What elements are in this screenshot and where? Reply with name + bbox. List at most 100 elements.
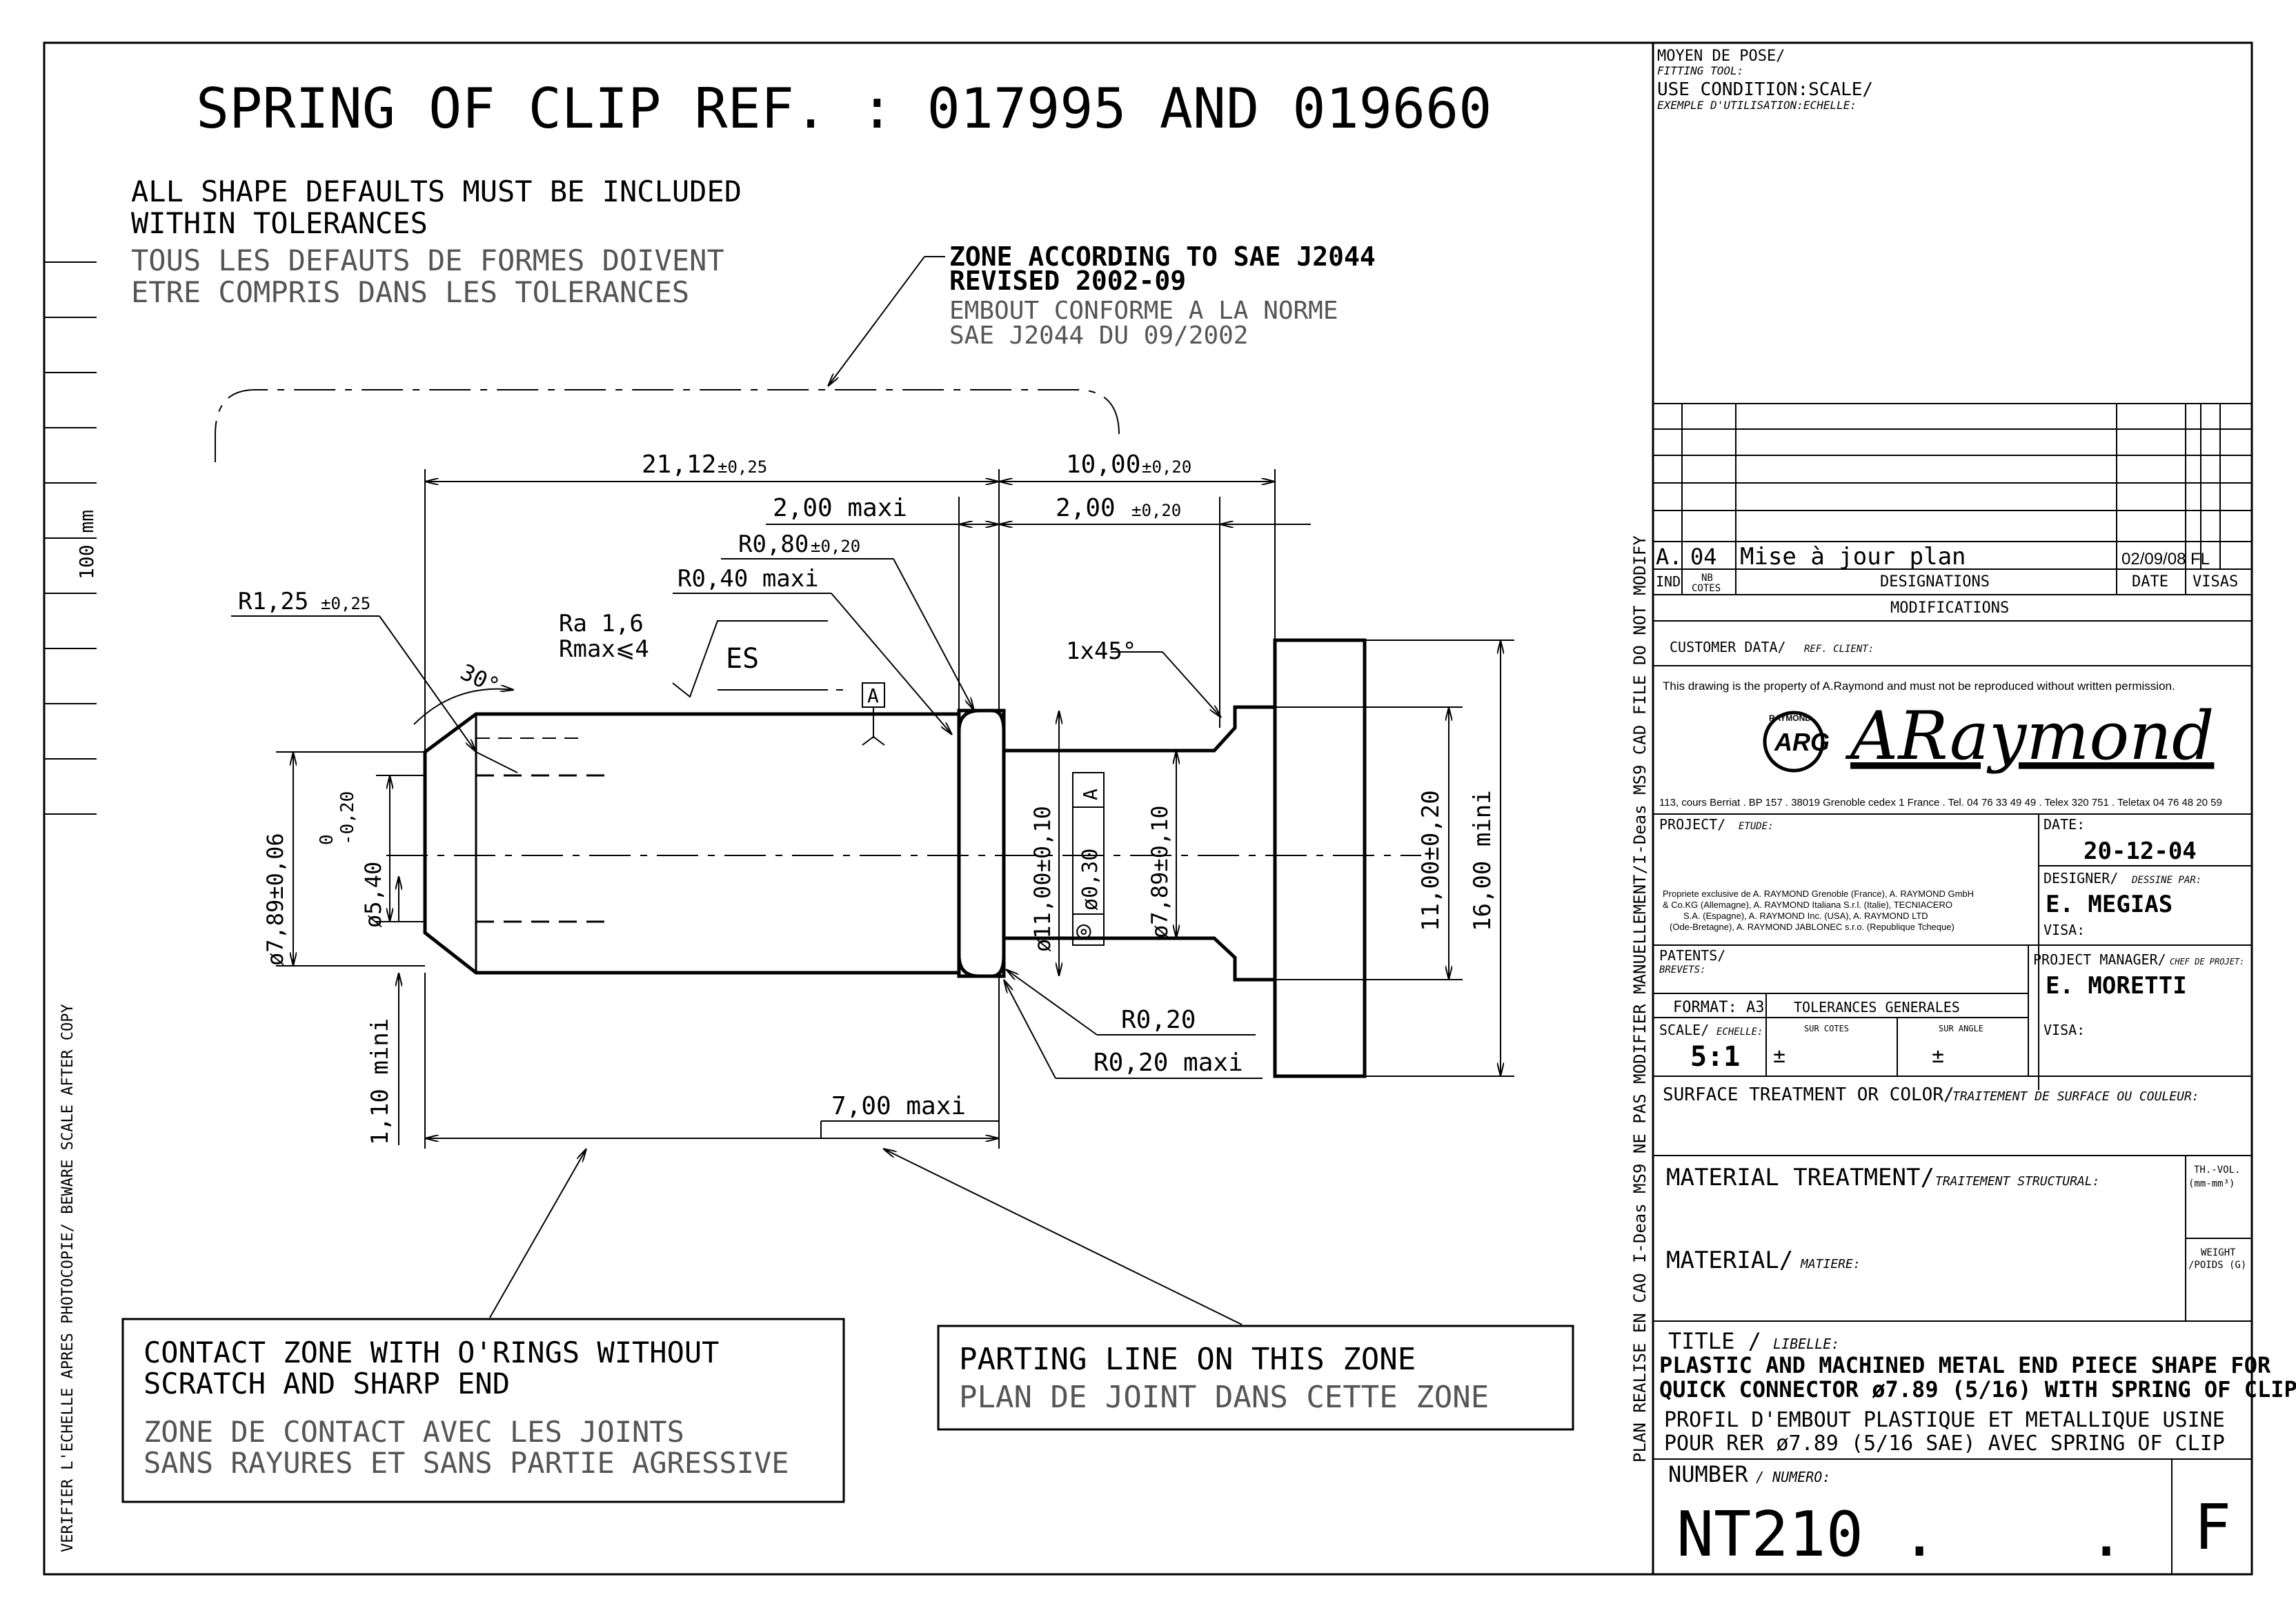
svg-text:10,00: 10,00: [1066, 450, 1140, 479]
svg-text:PROJECT/: PROJECT/: [1659, 816, 1725, 833]
svg-text:0: 0: [317, 834, 337, 845]
svg-text:IND: IND: [1656, 573, 1681, 590]
svg-text:-0,20: -0,20: [337, 791, 358, 845]
svg-text:16,00 mini: 16,00 mini: [1469, 790, 1496, 931]
svg-text:±0,20: ±0,20: [1142, 457, 1191, 477]
svg-text:ES: ES: [726, 643, 759, 675]
svg-text:VISA:: VISA:: [2043, 1022, 2085, 1038]
svg-text:±: ±: [1773, 1044, 1785, 1068]
svg-text:/ NUMERO:: / NUMERO:: [1756, 1469, 1830, 1485]
svg-text:COTES: COTES: [1692, 583, 1721, 594]
note-en-2: WITHIN TOLERANCES: [131, 206, 428, 240]
drawing-border: [43, 41, 2253, 1576]
zone-bracket: [215, 389, 1120, 462]
svg-text:Ra 1,6: Ra 1,6: [559, 610, 644, 637]
svg-text:ø5,40: ø5,40: [360, 862, 386, 928]
scale-ticks: [44, 261, 97, 815]
svg-text:Propriete exclusive de A. RAYM: Propriete exclusive de A. RAYMOND Grenob…: [1663, 889, 1974, 899]
svg-text:REF. CLIENT:: REF. CLIENT:: [1804, 644, 1874, 655]
svg-text:◎: ◎: [1076, 916, 1091, 944]
zone-fr-1: EMBOUT CONFORME A LA NORME: [949, 297, 1338, 325]
svg-text:A: A: [1079, 789, 1102, 800]
svg-text:TRAITEMENT DE SURFACE OU COULE: TRAITEMENT DE SURFACE OU COULEUR:: [1952, 1089, 2199, 1104]
svg-text:SURFACE TREATMENT OR COLOR/: SURFACE TREATMENT OR COLOR/: [1663, 1084, 1954, 1105]
drawing-number: NT210 . .: [1676, 1498, 2125, 1571]
svg-text:VISA:: VISA:: [2043, 922, 2085, 938]
svg-text:PATENTS/: PATENTS/: [1659, 947, 1725, 964]
scale-bar-label: 100 mm: [75, 510, 98, 579]
svg-text:±: ±: [1932, 1044, 1944, 1068]
left-margin-note: VERIFIER L'ECHELLE APRES PHOTOCOPIE/ BEW…: [59, 1004, 77, 1552]
svg-text:CUSTOMER DATA/: CUSTOMER DATA/: [1670, 639, 1786, 655]
parting-line-box: [937, 1325, 1574, 1431]
svg-text:20-12-04: 20-12-04: [2084, 838, 2197, 865]
svg-text:WEIGHT: WEIGHT: [2201, 1247, 2236, 1258]
svg-text:2,00 maxi: 2,00 maxi: [773, 494, 907, 522]
svg-text:1x45°: 1x45°: [1066, 637, 1136, 665]
svg-text:MODIFICATIONS: MODIFICATIONS: [1890, 600, 2009, 617]
svg-text:VISAS: VISAS: [2193, 573, 2238, 591]
zone-en-2: REVISED 2002-09: [949, 266, 1186, 296]
title-block: PLAN REALISE EN CAO I-Deas MS9 NE PAS MO…: [1630, 43, 2296, 1574]
svg-text:SUR COTES: SUR COTES: [1804, 1024, 1849, 1033]
svg-text:5:1: 5:1: [1690, 1041, 1740, 1073]
parting-fr: PLAN DE JOINT DANS CETTE ZONE: [959, 1380, 1489, 1415]
svg-text:11,00±0,20: 11,00±0,20: [1417, 790, 1445, 931]
svg-text:R0,80: R0,80: [738, 531, 809, 558]
svg-text:(mm-mm³): (mm-mm³): [2188, 1178, 2235, 1189]
svg-text:±0,20: ±0,20: [1131, 501, 1181, 520]
svg-text:FITTING TOOL:: FITTING TOOL:: [1657, 64, 1743, 77]
svg-text:FORMAT: A3: FORMAT: A3: [1673, 999, 1764, 1016]
svg-text:CHEF DE PROJET:: CHEF DE PROJET:: [2170, 957, 2244, 967]
svg-text:ARG: ARG: [1774, 728, 1830, 756]
svg-text:ETUDE:: ETUDE:: [1739, 821, 1774, 832]
svg-text:NUMBER: NUMBER: [1668, 1461, 1748, 1487]
svg-text:21,12: 21,12: [642, 450, 716, 479]
svg-text:This drawing is the property o: This drawing is the property of A.Raymon…: [1663, 680, 2175, 693]
svg-text:TRAITEMENT STRUCTURAL:: TRAITEMENT STRUCTURAL:: [1935, 1174, 2099, 1189]
note-en-1: ALL SHAPE DEFAULTS MUST BE INCLUDED: [131, 175, 742, 208]
svg-text:/POIDS (G): /POIDS (G): [2188, 1260, 2246, 1271]
svg-text:E. MORETTI: E. MORETTI: [2046, 972, 2187, 1000]
svg-text:& Co.KG (Allemagne), A. RAYMON: & Co.KG (Allemagne), A. RAYMOND Italiana…: [1663, 900, 1952, 910]
svg-text:±0,25: ±0,25: [321, 594, 370, 613]
svg-text:A.: A.: [1656, 544, 1683, 570]
svg-text:ø7,89±0,10: ø7,89±0,10: [1147, 805, 1173, 938]
contact-fr-2: SANS RAYURES ET SANS PARTIE AGRESSIVE: [144, 1446, 789, 1480]
contact-en-2: SCRATCH AND SHARP END: [144, 1367, 510, 1400]
svg-text:R1,25: R1,25: [238, 588, 308, 615]
svg-text:S.A. (Espagne), A. RAYMOND Inc: S.A. (Espagne), A. RAYMOND Inc. (USA), A…: [1683, 911, 1928, 921]
svg-text:DESIGNER/: DESIGNER/: [2043, 870, 2118, 886]
svg-text:SCALE/: SCALE/: [1659, 1022, 1709, 1038]
svg-text:Mise à jour plan: Mise à jour plan: [1740, 543, 1966, 571]
svg-text:TOLERANCES GENERALES: TOLERANCES GENERALES: [1794, 999, 1960, 1015]
svg-text:MATERIAL TREATMENT/: MATERIAL TREATMENT/: [1666, 1164, 1934, 1191]
dimension-texts: 21,12 ±0,25 10,00 ±0,20 2,00 maxi 2,00 ±…: [238, 450, 1496, 1145]
svg-text:QUICK CONNECTOR ø7.89 (5/16) W: QUICK CONNECTOR ø7.89 (5/16) WITH SPRING…: [1659, 1376, 2296, 1403]
svg-text:PLAN REALISE EN CAO I-Deas MS9: PLAN REALISE EN CAO I-Deas MS9 NE PAS MO…: [1630, 535, 1650, 1463]
svg-text:ø0,30: ø0,30: [1078, 849, 1102, 911]
svg-text:EXEMPLE D'UTILISATION:ECHELLE:: EXEMPLE D'UTILISATION:ECHELLE:: [1657, 99, 1857, 112]
svg-text:DESIGNATIONS: DESIGNATIONS: [1880, 573, 1990, 591]
dimension-lines: [231, 469, 1514, 1325]
svg-text:TH.-VOL.: TH.-VOL.: [2194, 1165, 2240, 1176]
svg-text:MATERIAL/: MATERIAL/: [1666, 1247, 1793, 1274]
parting-en: PARTING LINE ON THIS ZONE: [959, 1342, 1416, 1377]
svg-text:R0,20 maxi: R0,20 maxi: [1093, 1049, 1243, 1077]
note-fr-1: TOUS LES DEFAUTS DE FORMES DOIVENT: [131, 244, 724, 277]
svg-text:PLASTIC AND MACHINED METAL END: PLASTIC AND MACHINED METAL END PIECE SHA…: [1659, 1352, 2271, 1378]
svg-text:PROJECT MANAGER/: PROJECT MANAGER/: [2033, 951, 2166, 968]
svg-text:MOYEN DE POSE/: MOYEN DE POSE/: [1657, 48, 1785, 65]
svg-text:02/09/08: 02/09/08: [2121, 550, 2186, 568]
note-fr-2: ETRE COMPRIS DANS LES TOLERANCES: [131, 275, 689, 309]
svg-text:Rmax⩽4: Rmax⩽4: [559, 635, 649, 663]
svg-text:04: 04: [1690, 544, 1717, 570]
svg-text:LIBELLE:: LIBELLE:: [1773, 1336, 1839, 1352]
svg-text:E. MEGIAS: E. MEGIAS: [2046, 891, 2173, 918]
revision-letter: F: [2194, 1492, 2231, 1564]
svg-text:RAYMOND: RAYMOND: [1769, 713, 1811, 723]
part-outline: [423, 638, 1367, 1078]
svg-text:TITLE /: TITLE /: [1668, 1328, 1761, 1354]
svg-text:DATE: DATE: [2132, 573, 2168, 591]
